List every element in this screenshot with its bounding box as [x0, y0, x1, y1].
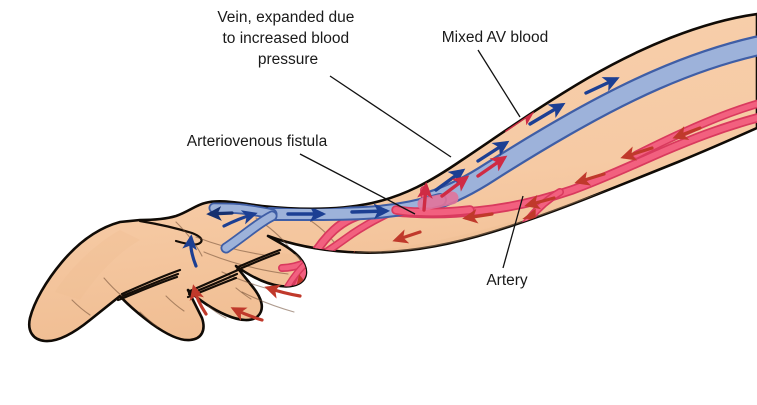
arteriovenous-fistula-label: Arteriovenous fistula — [187, 133, 328, 150]
mixed-av-blood-label: Mixed AV blood — [442, 29, 549, 46]
artery-leader-line — [502, 195, 524, 269]
arm-and-hand-shape — [27, 12, 757, 343]
annotation-layer: Vein, expanded due to increased blood pr… — [187, 9, 549, 289]
artery-label-group[interactable]: Artery — [486, 195, 528, 289]
vein-label: Vein, expanded due to increased blood pr… — [217, 9, 358, 68]
palm-flow-arrows — [182, 210, 302, 322]
mixed-av-blood-label-group[interactable]: Mixed AV blood — [442, 29, 549, 118]
arteriovenous-fistula-leader-line — [299, 153, 416, 215]
venous-flow-arrows — [286, 77, 620, 222]
artery-label: Artery — [486, 272, 528, 289]
vein-label-group[interactable]: Vein, expanded due to increased blood pr… — [217, 9, 452, 158]
fistula-junction — [391, 191, 475, 218]
mixed-av-blood-leader-line — [477, 49, 521, 118]
vein-leader-line — [329, 75, 452, 158]
arteriovenous-fistula-label-group[interactable]: Arteriovenous fistula — [187, 133, 416, 215]
hand-vein-arrow — [206, 206, 234, 221]
